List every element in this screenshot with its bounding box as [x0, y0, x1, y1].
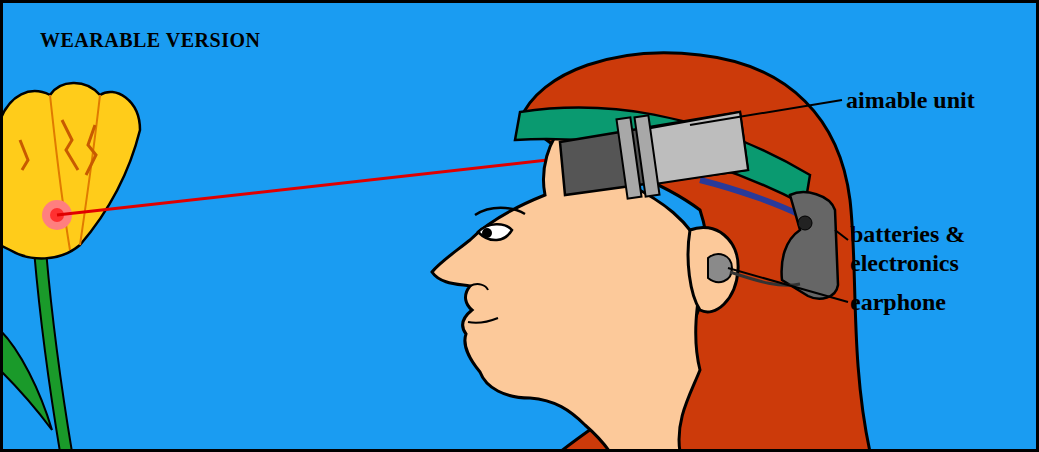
- part-label: aimable unit: [846, 86, 1036, 115]
- cable: [700, 180, 800, 215]
- diagram-title: WEARABLE VERSION: [40, 28, 260, 52]
- part-label: earphone: [850, 288, 1030, 317]
- leader-lines: [690, 100, 848, 302]
- laser-beam: [57, 158, 565, 215]
- aimable-unit: [560, 112, 748, 199]
- flower: [0, 83, 140, 452]
- headband: [515, 108, 810, 205]
- part-label: batteries & electronics: [850, 220, 1030, 279]
- battery-pack: [782, 192, 838, 298]
- eye: [478, 224, 512, 240]
